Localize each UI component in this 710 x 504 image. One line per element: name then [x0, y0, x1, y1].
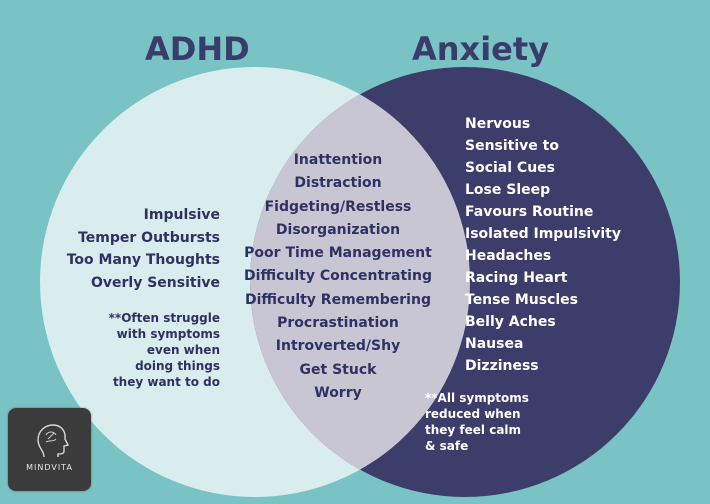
anxiety-symptom: Tense Muscles: [465, 292, 579, 308]
adhd-note-line: doing things: [135, 359, 220, 373]
anxiety-symptom: Sensitive to: [465, 138, 559, 154]
adhd-title: ADHD: [145, 30, 250, 68]
anxiety-symptom: Lose Sleep: [465, 182, 551, 198]
anxiety-symptom-list: Nervous Sensitive to Social Cues Lose Sl…: [465, 113, 621, 377]
anxiety-symptom: Isolated Impulsivity: [465, 226, 621, 242]
shared-symptom: Get Stuck: [299, 361, 377, 378]
shared-symptom: Introverted/Shy: [275, 338, 401, 355]
adhd-note-line: even when: [146, 343, 220, 357]
adhd-symptom: Temper Outbursts: [78, 229, 220, 246]
adhd-symptom: Overly Sensitive: [90, 274, 220, 291]
anxiety-note-line: **All symptoms: [425, 391, 529, 405]
shared-symptom-list: Inattention Distraction Fidgeting/Restle…: [238, 149, 438, 405]
shared-symptom: Worry: [314, 384, 362, 401]
anxiety-title: Anxiety: [412, 30, 550, 68]
shared-symptom: Poor Time Management: [244, 245, 432, 262]
adhd-symptom: Too Many Thoughts: [66, 252, 220, 268]
logo-text: MINDVITA: [26, 463, 73, 472]
shared-symptom: Difficulty Concentrating: [244, 268, 432, 285]
shared-symptom: Procrastination: [277, 315, 399, 332]
anxiety-note-line: they feel calm: [425, 423, 522, 437]
adhd-note-line: they want to do: [112, 375, 220, 389]
shared-symptom: Fidgeting/Restless: [264, 198, 412, 215]
head-profile-icon: [37, 424, 70, 458]
anxiety-note-line: reduced when: [425, 407, 521, 421]
adhd-note: **Often struggle with symptoms even when…: [80, 310, 220, 390]
anxiety-symptom: Racing Heart: [465, 270, 568, 286]
anxiety-symptom: Favours Routine: [465, 204, 594, 220]
adhd-note-line: **Often struggle: [108, 311, 220, 325]
shared-symptom: Inattention: [293, 152, 383, 168]
adhd-symptom-list: Impulsive Temper Outbursts Too Many Thou…: [67, 204, 220, 294]
anxiety-symptom: Headaches: [465, 248, 552, 264]
anxiety-symptom: Nausea: [465, 336, 524, 352]
shared-symptom: Difficulty Remembering: [245, 291, 431, 308]
adhd-symptom: Impulsive: [143, 207, 220, 223]
adhd-note-line: with symptoms: [116, 327, 220, 341]
anxiety-symptom: Dizziness: [465, 358, 539, 374]
anxiety-note-line: & safe: [425, 439, 469, 453]
anxiety-note: **All symptoms reduced when they feel ca…: [425, 390, 565, 454]
anxiety-symptom: Social Cues: [465, 160, 555, 176]
shared-symptom: Disorganization: [275, 221, 401, 238]
mindvita-logo: MINDVITA: [8, 408, 91, 491]
overlap-region: [250, 67, 470, 497]
anxiety-symptom: Belly Aches: [465, 314, 556, 330]
anxiety-symptom: Nervous: [465, 116, 531, 132]
shared-symptom: Distraction: [294, 175, 382, 192]
